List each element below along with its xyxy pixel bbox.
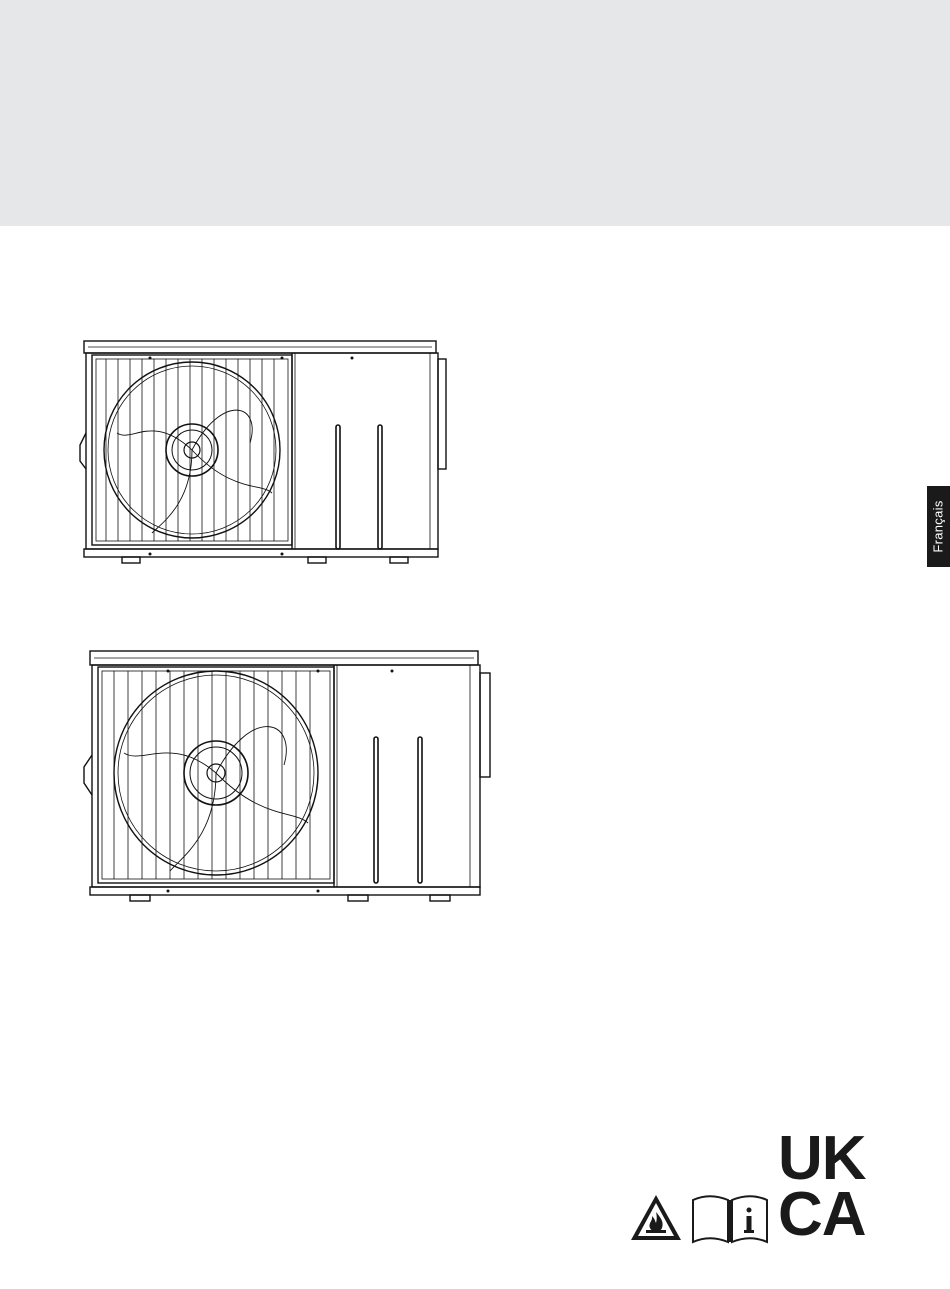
outdoor-unit-large-drawing — [72, 645, 502, 907]
read-manual-icon — [690, 1192, 770, 1251]
flammable-warning-icon — [628, 1192, 684, 1249]
outdoor-unit-small-drawing — [72, 333, 462, 573]
ukca-line-2: CA — [778, 1189, 896, 1245]
language-tab-label: Français — [931, 500, 946, 552]
header-band — [0, 0, 950, 226]
ukca-mark: UK CA — [778, 1133, 896, 1245]
language-tab[interactable]: Français — [927, 486, 950, 567]
